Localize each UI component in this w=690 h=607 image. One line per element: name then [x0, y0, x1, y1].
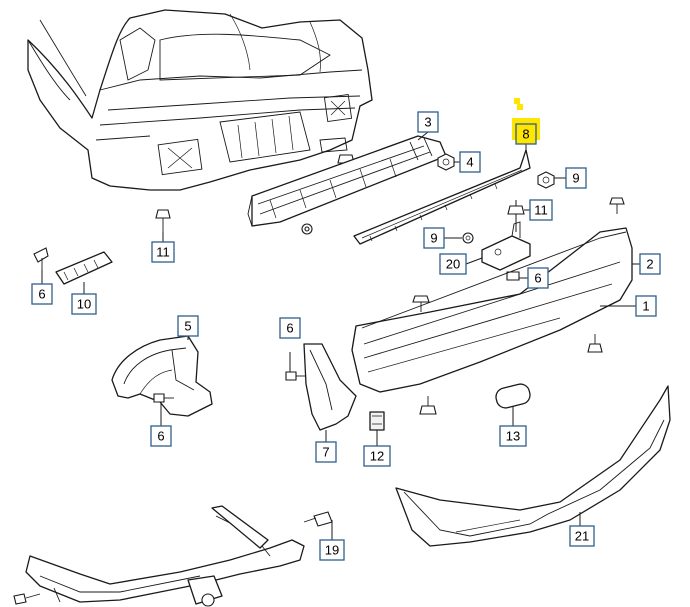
- mud-flap: [303, 343, 357, 442]
- bumper-carrier-crossmember: [247, 135, 447, 235]
- callout-9-top[interactable]: 9: [565, 167, 587, 189]
- svg-text:13: 13: [506, 429, 520, 444]
- bracket-screw-6: [506, 271, 528, 281]
- vehicle-rear-body: [27, 9, 373, 191]
- callout-11-body[interactable]: 11: [151, 241, 175, 263]
- bumper-insert-cap: [495, 383, 531, 426]
- svg-text:6: 6: [286, 321, 293, 336]
- callout-8[interactable]: 8: [515, 123, 537, 145]
- svg-text:9: 9: [572, 171, 579, 186]
- hitch-bolt-19: [303, 511, 333, 540]
- towing-hitch: [25, 505, 305, 607]
- svg-text:7: 7: [322, 445, 329, 460]
- hitch-bolt-left: [13, 593, 41, 605]
- cover-screw-top-left: [412, 295, 430, 312]
- side-screw-6: [33, 247, 49, 284]
- svg-text:12: 12: [370, 449, 384, 464]
- svg-text:6: 6: [157, 429, 164, 444]
- callout-2[interactable]: 2: [639, 253, 661, 275]
- svg-text:6: 6: [534, 271, 541, 286]
- cover-screw-right: [587, 334, 603, 353]
- callout-3[interactable]: 3: [417, 111, 439, 133]
- callout-6-mudflap[interactable]: 6: [279, 317, 301, 339]
- callout-6-bracket[interactable]: 6: [527, 267, 549, 289]
- callout-13[interactable]: 13: [499, 425, 527, 447]
- callout-1[interactable]: 1: [635, 295, 657, 317]
- svg-text:11: 11: [534, 203, 548, 218]
- lower-spoiler: [395, 385, 671, 547]
- bumper-guide-strip: [353, 144, 531, 245]
- guide-nut-9-top: [537, 171, 566, 189]
- bracket-screw-11: [507, 205, 530, 215]
- callout-20[interactable]: 20: [439, 253, 467, 275]
- callout-4[interactable]: 4: [459, 151, 481, 173]
- crossmember-nut-4: [437, 153, 460, 171]
- cover-screw-top-right: [609, 197, 625, 214]
- svg-text:2: 2: [646, 257, 653, 272]
- callout-19[interactable]: 19: [319, 539, 345, 561]
- svg-text:3: 3: [424, 115, 431, 130]
- callout-6-liner[interactable]: 6: [150, 425, 172, 447]
- svg-text:11: 11: [156, 245, 170, 260]
- cover-screw-bottom: [419, 396, 437, 415]
- bracket-nut-9: [444, 232, 474, 244]
- callout-12[interactable]: 12: [363, 445, 391, 467]
- svg-text:21: 21: [575, 529, 589, 544]
- svg-text:4: 4: [466, 155, 473, 170]
- svg-text:19: 19: [325, 543, 339, 558]
- svg-text:10: 10: [77, 297, 91, 312]
- trim-strip-10: [55, 251, 113, 296]
- body-screw-11: [155, 209, 171, 244]
- callout-7[interactable]: 7: [315, 441, 337, 463]
- callout-5[interactable]: 5: [177, 315, 199, 337]
- bumper-cover: [351, 227, 640, 393]
- svg-text:6: 6: [38, 287, 45, 302]
- svg-text:9: 9: [430, 231, 437, 246]
- mounting-bracket: [465, 200, 531, 271]
- svg-text:20: 20: [446, 257, 460, 272]
- callout-11-bracket[interactable]: 11: [529, 199, 553, 221]
- callout-9-bracket[interactable]: 9: [423, 227, 445, 249]
- callout-10[interactable]: 10: [71, 293, 97, 315]
- retaining-clip: [369, 411, 385, 446]
- callout-21[interactable]: 21: [569, 525, 595, 547]
- svg-text:8: 8: [522, 127, 529, 142]
- mudflap-screw-6: [285, 352, 306, 381]
- liner-screw-6: [153, 393, 174, 426]
- svg-text:1: 1: [642, 299, 649, 314]
- wheel-housing-liner: [111, 332, 213, 417]
- callout-6-side[interactable]: 6: [31, 283, 53, 305]
- leader-3: [417, 131, 429, 141]
- svg-text:5: 5: [184, 319, 191, 334]
